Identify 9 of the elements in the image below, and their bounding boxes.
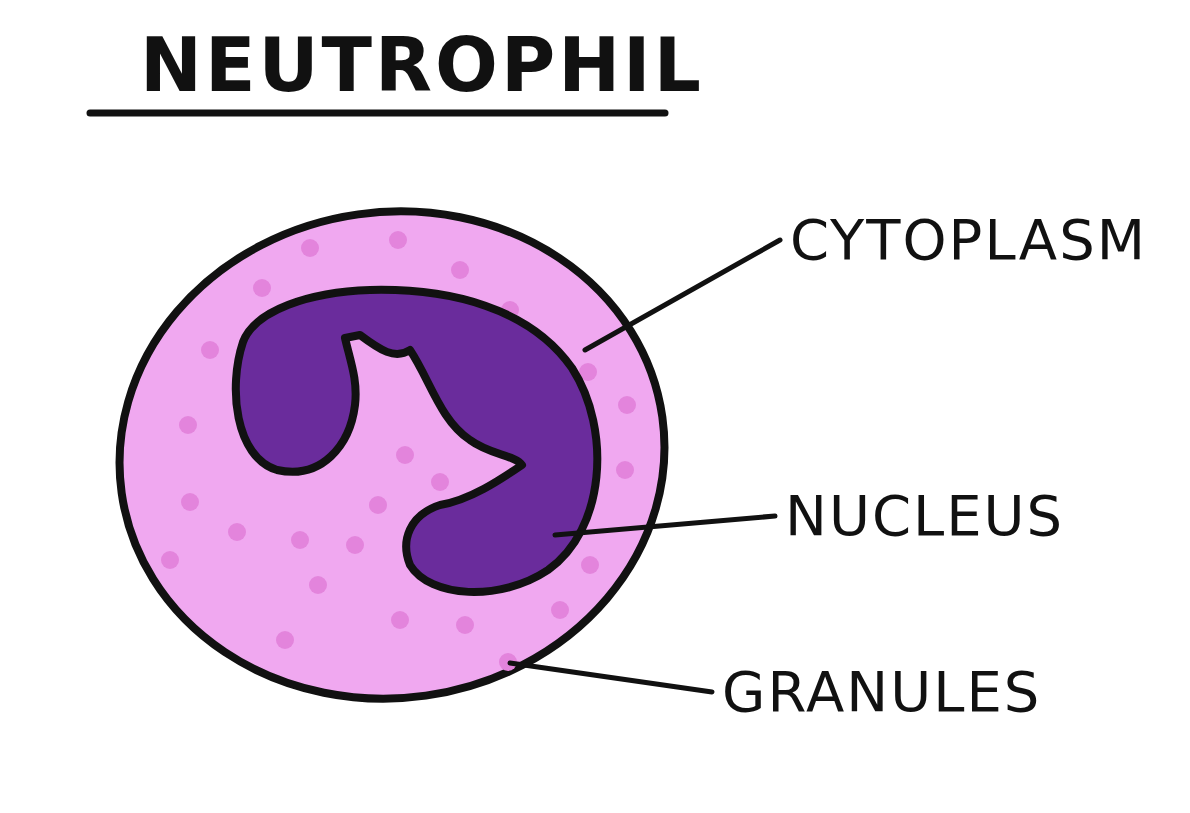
nucleus-drawing <box>231 285 602 596</box>
leader-line <box>552 513 778 538</box>
leader-line <box>582 237 783 353</box>
part-label: NUCLEUS <box>785 488 1065 544</box>
part-label: CYTOPLASM <box>790 212 1148 268</box>
cell-drawing <box>115 207 669 703</box>
leader-line <box>507 660 715 695</box>
part-label: GRANULES <box>722 664 1042 720</box>
title: NEUTROPHIL <box>140 28 704 102</box>
